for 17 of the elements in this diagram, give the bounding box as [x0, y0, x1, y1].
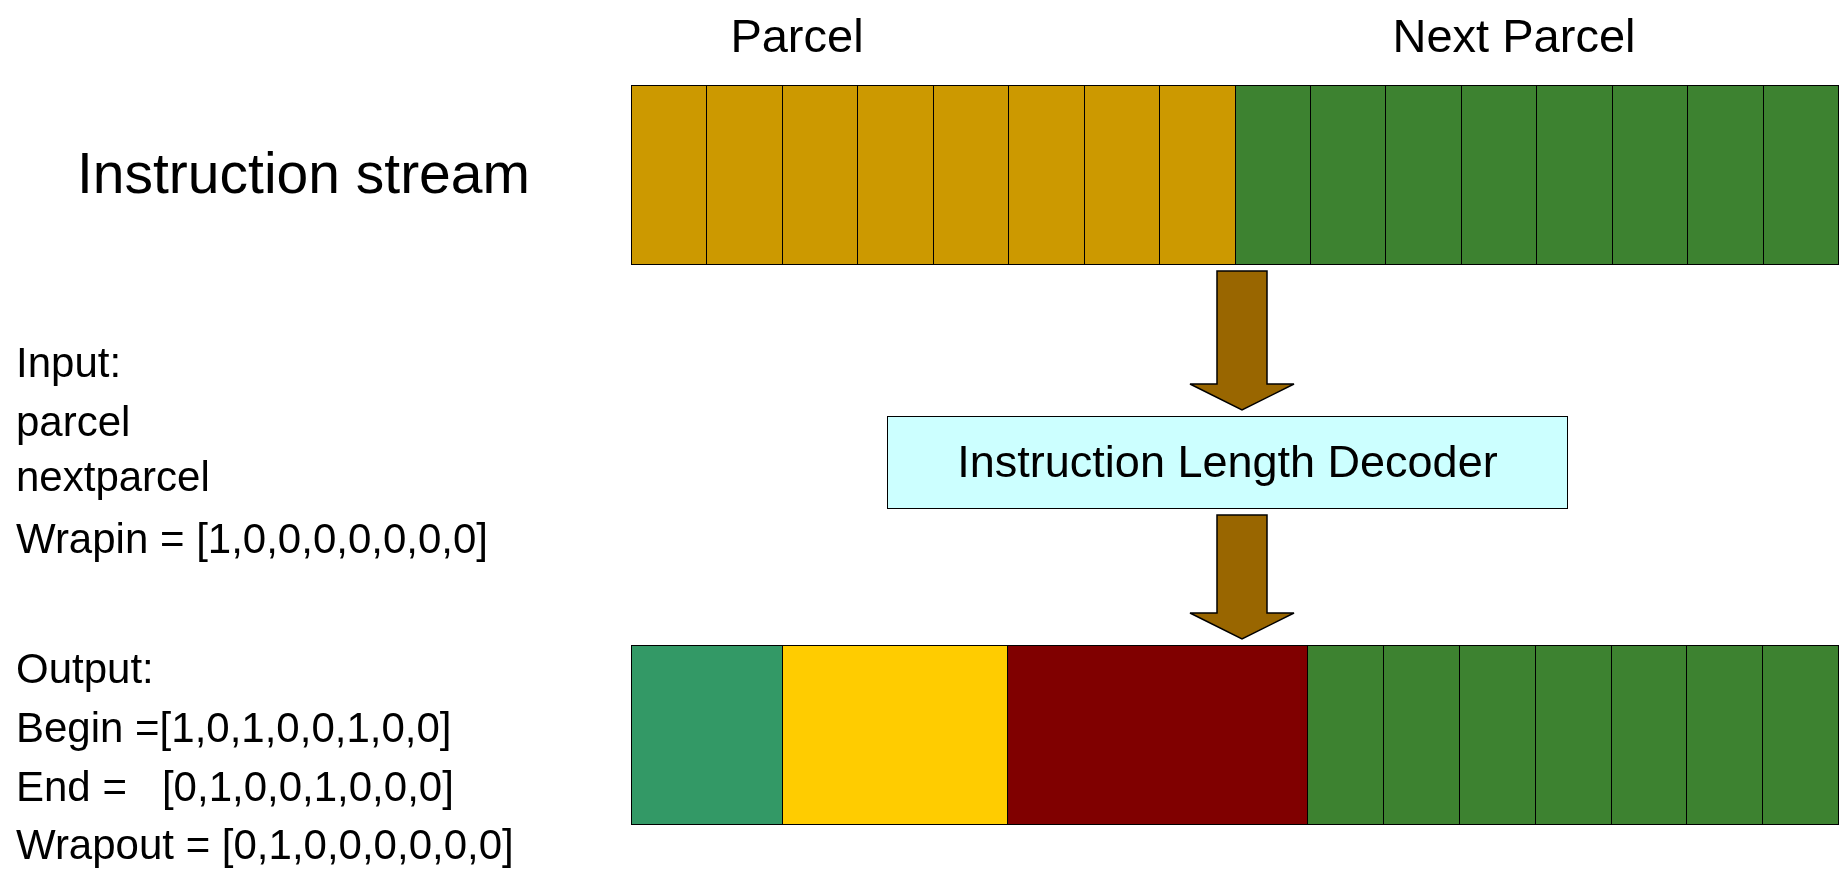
- stream-label: Instruction stream: [77, 145, 530, 202]
- decoder-box: [887, 416, 1568, 509]
- signal-text: Output:: [16, 648, 154, 690]
- block-arrow: [1189, 270, 1295, 411]
- signal-text: Wrapout = [0,1,0,0,0,0,0,0]: [16, 824, 514, 866]
- instruction-bar: [631, 85, 1839, 265]
- signal-text: Begin =[1,0,1,0,0,1,0,0]: [16, 707, 452, 749]
- decoder-label: Instruction Length Decoder: [957, 435, 1498, 490]
- instruction-bar: [631, 645, 1839, 825]
- signal-text: parcel: [16, 401, 131, 443]
- parcel-label: Next Parcel: [1392, 12, 1636, 59]
- signal-text: End = [0,1,0,0,1,0,0,0]: [16, 766, 454, 808]
- signal-text: Wrapin = [1,0,0,0,0,0,0,0]: [16, 518, 489, 560]
- signal-text: Input:: [16, 342, 122, 384]
- block-arrow: [1189, 514, 1295, 640]
- parcel-label: Parcel: [730, 12, 864, 59]
- signal-text: nextparcel: [16, 456, 210, 498]
